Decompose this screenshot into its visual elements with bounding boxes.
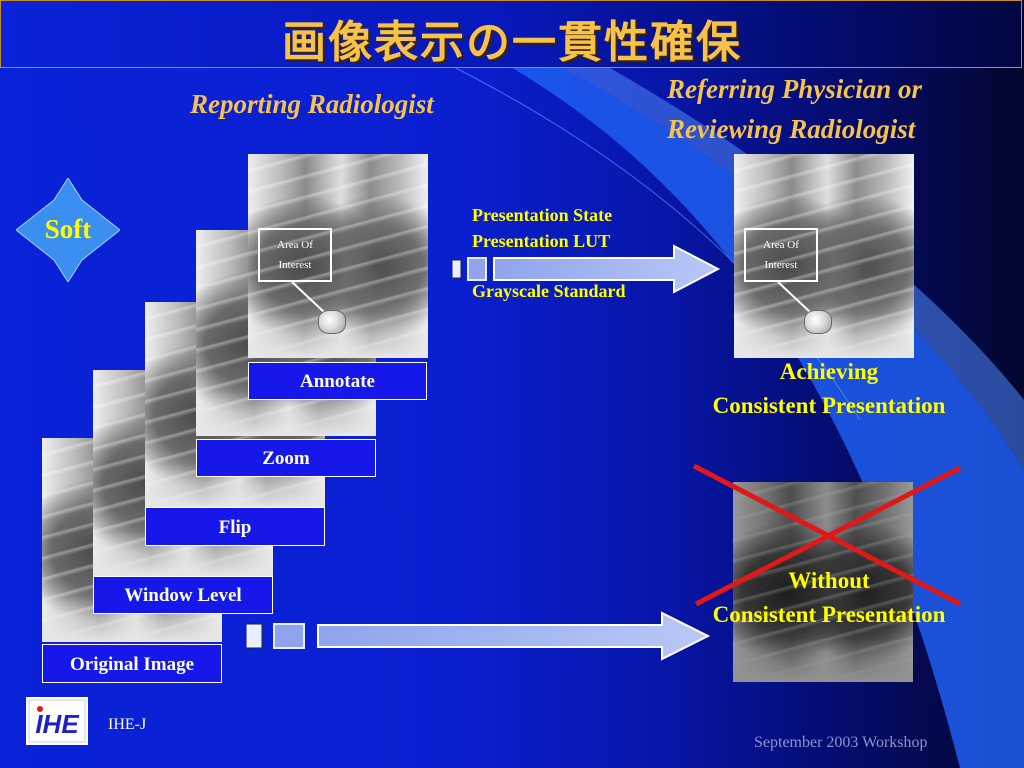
pacemaker-marker-result	[804, 310, 832, 334]
soft-star-icon	[16, 178, 120, 282]
annotate-label: Annotate	[248, 362, 427, 400]
achieving-text: Achieving Consistent Presentation	[670, 355, 988, 423]
footer-event: September 2003 Workshop	[754, 734, 928, 751]
footer-org: IHE-J	[108, 716, 147, 733]
lower-arrow	[245, 611, 711, 661]
zoom-label: Zoom	[196, 439, 376, 477]
red-cross-icon	[692, 463, 962, 607]
without-line1: Without	[788, 568, 870, 593]
roi-label-line2: Interest	[278, 259, 312, 271]
roi-label-line1: Area Of	[277, 239, 313, 251]
svg-text:IHE: IHE	[35, 709, 79, 739]
presentation-info: Presentation State Presentation LUT Gray…	[472, 203, 626, 305]
grayscale-standard-text: Grayscale Standard	[472, 281, 626, 301]
soft-badge-label: Soft	[44, 214, 92, 244]
roi-label-line1-result: Area Of	[763, 239, 799, 251]
presentation-state-text: Presentation State	[472, 205, 613, 225]
referring-heading-line1: Referring Physician or	[667, 74, 923, 104]
without-text: Without Consistent Presentation	[670, 564, 988, 632]
achieving-line1: Achieving	[779, 359, 879, 384]
flip-label: Flip	[145, 507, 325, 546]
roi-pointer-result	[777, 281, 811, 313]
achieving-line2: Consistent Presentation	[712, 393, 946, 418]
title-bar	[0, 0, 1022, 68]
ihe-logo: IHE	[26, 697, 88, 745]
roi-pointer	[291, 281, 325, 313]
area-of-interest-box: Area Of Interest	[258, 228, 332, 282]
xray-consistent-result: Area Of Interest	[734, 154, 914, 358]
page-title: 画像表示の一貫性確保	[282, 17, 742, 68]
presentation-lut-text: Presentation LUT	[472, 230, 611, 251]
window-level-label: Window Level	[93, 576, 273, 614]
without-line2: Consistent Presentation	[712, 602, 946, 627]
xray-inconsistent-result	[733, 482, 913, 682]
upper-arrow	[451, 244, 721, 294]
pacemaker-marker	[318, 310, 346, 334]
referring-heading-line2: Reviewing Radiologist	[667, 114, 916, 144]
xray-annotate: Area Of Interest	[248, 154, 428, 358]
roi-label-line2-result: Interest	[764, 259, 798, 271]
area-of-interest-box-result: Area Of Interest	[744, 228, 818, 282]
original-image-label: Original Image	[42, 644, 222, 683]
reporting-radiologist-heading: Reporting Radiologist	[190, 89, 434, 119]
